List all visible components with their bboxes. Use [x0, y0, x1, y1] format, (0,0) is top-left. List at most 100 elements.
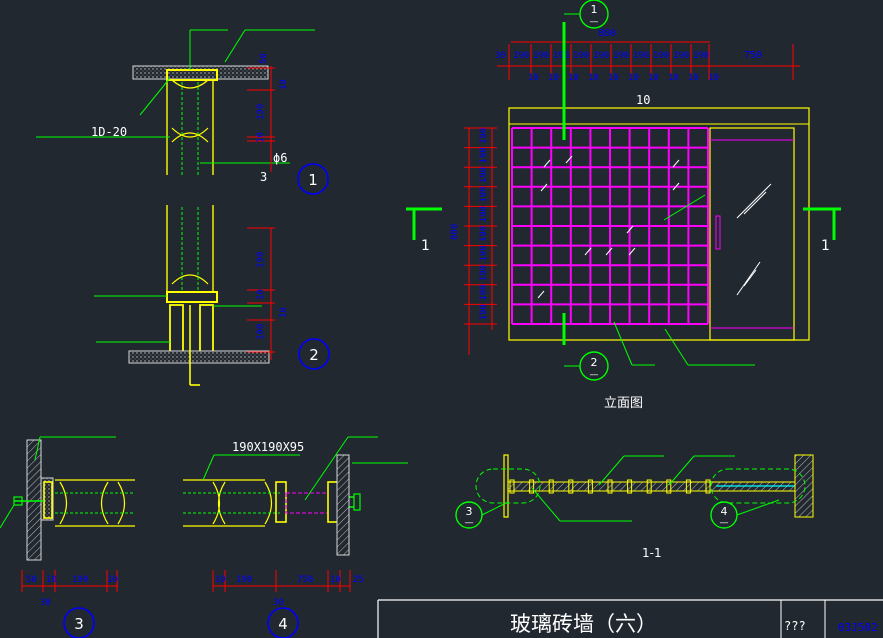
title-block-cell: ??? — [784, 619, 806, 633]
door-frame — [709, 127, 795, 341]
dim-text: 190 — [673, 51, 689, 61]
section-mark-dash: — — [590, 17, 599, 27]
section-mark-dash: — — [590, 370, 599, 380]
dim-text: 190 — [533, 51, 549, 61]
dim-text: 50 — [259, 53, 269, 64]
dim-text: 10 — [708, 73, 719, 83]
section-marker-top: 1 — — [562, 0, 609, 140]
dim-text: 880 — [450, 224, 460, 240]
dim-text: 190 — [593, 51, 609, 61]
elevation-view: 1901019010190101901019010190101901019010… — [406, 0, 841, 411]
joint-mark — [705, 479, 711, 494]
dim-text: 10 — [46, 575, 57, 585]
annotation-3: 3 — [260, 170, 267, 184]
dim-text: 10 — [256, 289, 266, 300]
detail-callout-number: 2 — [309, 346, 319, 364]
joint-mark — [666, 479, 672, 494]
dim-text: 30 — [273, 598, 284, 608]
section-title: 1-1 — [642, 546, 662, 560]
detail-callout-number: 3 — [74, 615, 84, 633]
section-mark-text: 1 — [421, 238, 430, 254]
joint-mark — [548, 479, 554, 494]
dim-text: 10 — [107, 575, 118, 585]
dim-text: 10 — [256, 132, 266, 143]
dim-text: 190 — [256, 104, 266, 120]
dim-text: 10 — [568, 73, 579, 83]
section-mark-text: 1 — [821, 238, 830, 254]
detail-2: 190 10 10 100 2 — [94, 205, 330, 386]
dim-text: 10 — [215, 575, 226, 585]
section-marker-right: 1 — [803, 207, 841, 254]
drawing-title: 玻璃砖墙（六） — [510, 612, 657, 636]
top-frame-profile — [166, 69, 218, 81]
detail-4: 190X190X95 10 190 750 10 25 30 4 — [183, 436, 408, 638]
dim-text: 10 — [548, 73, 559, 83]
dim-text: 10 — [279, 307, 289, 318]
dim-text: 10 — [588, 73, 599, 83]
dim-text: 190 — [479, 147, 489, 163]
dim-text: 10 — [528, 73, 539, 83]
dim-text: 190 — [613, 51, 629, 61]
detail-callout-number: 1 — [308, 171, 318, 189]
dim-text: 190 — [236, 575, 252, 585]
section-joints — [509, 479, 795, 494]
dim-text: 10 — [279, 79, 289, 90]
dim-text: 190 — [553, 51, 569, 61]
joint-mark — [568, 479, 574, 494]
top-dimension-ticks: 1901019010190101901019010190101901019010… — [508, 44, 794, 83]
dim-text: 880 — [598, 28, 616, 39]
glass-marks — [537, 155, 772, 299]
dim-text: 190 — [479, 304, 489, 320]
section-marker-bottom: 2 — — [562, 313, 609, 381]
grid-count-label: 10 — [636, 93, 650, 107]
opening-frame — [508, 107, 810, 341]
brick-size-annotation: 190X190X95 — [232, 440, 304, 454]
dim-text: 25 — [353, 575, 364, 585]
dim-text: 190 — [479, 167, 489, 183]
detail-3: 50 10 190 10 30 3 — [0, 436, 135, 638]
dim-text: 190 — [513, 51, 529, 61]
joint-mark — [509, 479, 515, 494]
dim-text: 190 — [633, 51, 649, 61]
joint-mark — [685, 479, 691, 494]
dim-text: 190 — [479, 187, 489, 203]
dim-text: 190 — [653, 51, 669, 61]
dim-text: 190 — [72, 575, 88, 585]
dim-text: 190 — [479, 245, 489, 261]
dim-text: 100 — [256, 324, 266, 340]
dim-text: 10 — [648, 73, 659, 83]
joint-mark — [646, 479, 652, 494]
detail-callout-circle — [297, 163, 329, 195]
drawing-number: 03J502 — [838, 621, 878, 634]
detail-callout-circle — [63, 607, 95, 638]
detail-callout-circle — [298, 338, 330, 370]
rebar-annotation: 1D-20 — [91, 125, 127, 139]
dim-text: 190 — [693, 51, 709, 61]
phi-annotation: ϕ6 — [273, 151, 287, 165]
section-marker-left: 1 — [406, 207, 442, 254]
dim-text: 30 — [495, 51, 506, 61]
dim-text: 750 — [297, 575, 313, 585]
dim-text: 50 — [26, 575, 37, 585]
joint-mark — [587, 479, 593, 494]
dim-text: 190 — [479, 128, 489, 144]
section-mark-text: 2 — [591, 356, 598, 369]
detail-callout-circle — [267, 607, 299, 638]
dim-text: 190 — [479, 265, 489, 281]
detail-3-bubble — [475, 468, 541, 504]
section-callout-number: 4 — [721, 505, 728, 518]
section-callout-dash: — — [465, 518, 474, 528]
dim-text: 190 — [479, 285, 489, 301]
section-mark-text: 1 — [591, 3, 598, 16]
dim-text: 750 — [744, 50, 762, 61]
dim-text: 10 — [330, 575, 341, 585]
dim-text: 190 — [573, 51, 589, 61]
dim-text: 190 — [256, 252, 266, 268]
section-callout-dash: — — [720, 518, 729, 528]
detail-1: 50 10 190 10 1D-20 ϕ6 3 1 — [36, 29, 329, 195]
dim-text: 30 — [40, 598, 51, 608]
section-callout-number: 3 — [466, 505, 473, 518]
